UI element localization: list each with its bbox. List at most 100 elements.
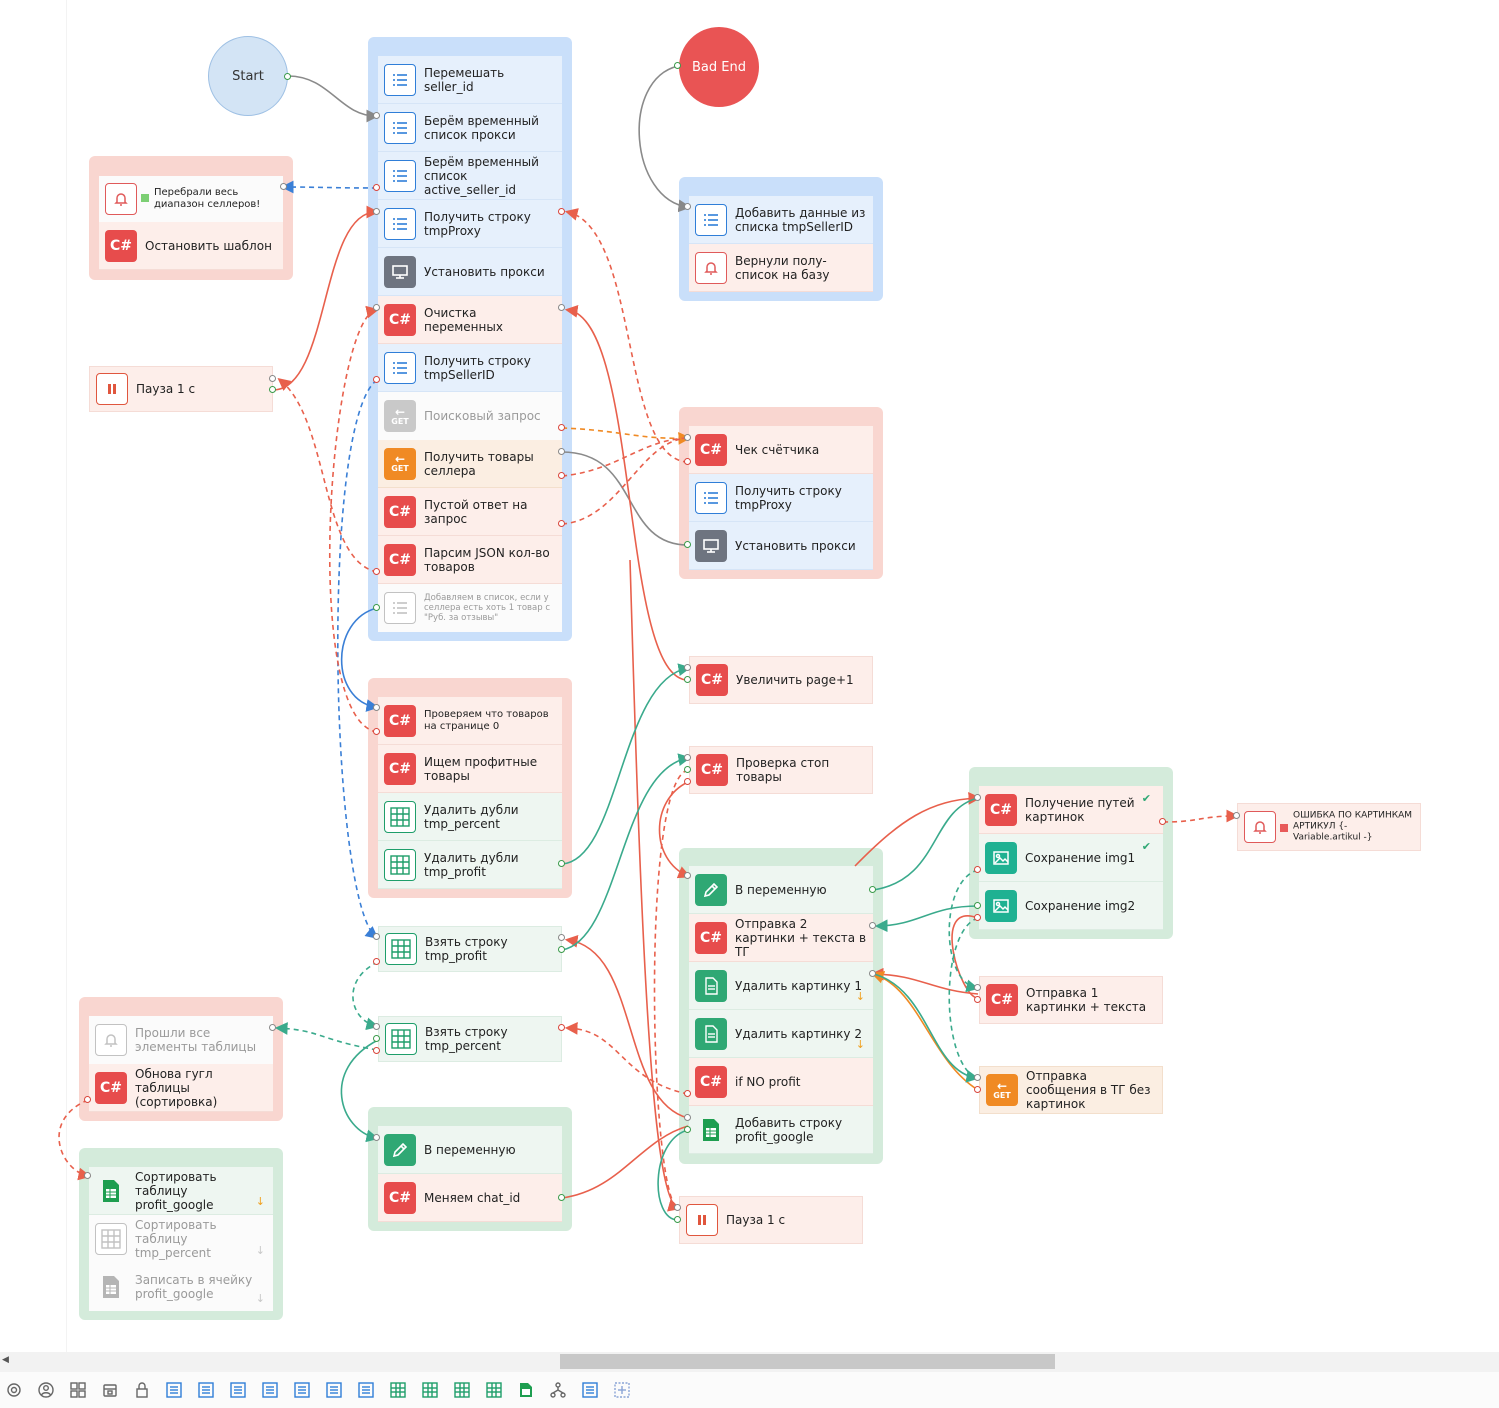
port[interactable] — [974, 1086, 981, 1093]
node-add-list-data[interactable]: Добавить данные из списка tmpSellerID — [689, 196, 873, 244]
port[interactable] — [974, 866, 981, 873]
settings-icon[interactable] — [5, 1381, 23, 1399]
bad-end-node[interactable]: Bad End — [679, 27, 759, 107]
node-check-counter[interactable]: C# Чек счётчика — [689, 426, 873, 474]
port[interactable] — [373, 376, 380, 383]
list-icon[interactable] — [229, 1381, 247, 1399]
port[interactable] — [373, 568, 380, 575]
port[interactable] — [869, 970, 876, 977]
port[interactable] — [558, 208, 565, 215]
port[interactable] — [558, 472, 565, 479]
node-send-one-image[interactable]: C# Отправка 1 картинки + текста — [979, 976, 1163, 1024]
node-set-proxy[interactable]: Установить прокси — [378, 248, 562, 296]
port[interactable] — [84, 1172, 91, 1179]
node-dedup-percent[interactable]: Удалить дубли tmp_percent — [378, 793, 562, 841]
table-icon[interactable] — [389, 1381, 407, 1399]
list-icon[interactable] — [325, 1381, 343, 1399]
port[interactable] — [373, 1035, 380, 1042]
node-dedup-profit[interactable]: Удалить дубли tmp_profit — [378, 841, 562, 889]
port[interactable] — [674, 1216, 681, 1223]
node-take-proxy-list[interactable]: Берём временный список прокси — [378, 104, 562, 152]
port[interactable] — [84, 1096, 91, 1103]
port[interactable] — [558, 448, 565, 455]
table-icon[interactable] — [421, 1381, 439, 1399]
port[interactable] — [674, 62, 681, 69]
node-shuffle-seller[interactable]: Перемешать seller_id — [378, 56, 562, 104]
port[interactable] — [974, 914, 981, 921]
node-page-increment[interactable]: C# Увеличить page+1 — [689, 656, 873, 704]
node-change-chat-id[interactable]: C# Меняем chat_id — [378, 1174, 562, 1222]
port[interactable] — [974, 996, 981, 1003]
list-icon[interactable] — [197, 1381, 215, 1399]
node-get-proxy-row[interactable]: Получить строку tmpProxy — [378, 200, 562, 248]
node-range-done[interactable]: Перебрали весь диапазон селлеров! — [99, 176, 283, 222]
port[interactable] — [373, 933, 380, 940]
port[interactable] — [684, 766, 691, 773]
port[interactable] — [280, 183, 287, 190]
port[interactable] — [558, 424, 565, 431]
database-icon[interactable] — [101, 1381, 119, 1399]
port[interactable] — [684, 434, 691, 441]
node-find-profit[interactable]: C# Ищем профитные товары — [378, 745, 562, 793]
port[interactable] — [974, 794, 981, 801]
node-take-percent-row[interactable]: Взять строку tmp_percent — [378, 1016, 562, 1062]
node-get-seller-goods[interactable]: ←GET Получить товары селлера — [378, 440, 562, 488]
port[interactable] — [684, 203, 691, 210]
node-image-error[interactable]: ОШИБКА ПО КАРТИНКАМ АРТИКУЛ {-Variable.a… — [1237, 803, 1421, 851]
port[interactable] — [373, 184, 380, 191]
port[interactable] — [558, 946, 565, 953]
port[interactable] — [373, 1047, 380, 1054]
list-icon[interactable] — [165, 1381, 183, 1399]
start-node[interactable]: Start — [208, 36, 288, 116]
port[interactable] — [558, 934, 565, 941]
node-stop-template[interactable]: C# Остановить шаблон — [99, 222, 283, 270]
port[interactable] — [284, 73, 291, 80]
port[interactable] — [684, 754, 691, 761]
horizontal-scrollbar[interactable]: ◀ — [0, 1352, 1499, 1372]
port[interactable] — [684, 1090, 691, 1097]
port[interactable] — [674, 1204, 681, 1211]
node-clear-vars[interactable]: C# Очистка переменных — [378, 296, 562, 344]
grid-icon[interactable] — [69, 1381, 87, 1399]
node-add-profit-row[interactable]: Добавить строку profit_google — [689, 1106, 873, 1154]
port[interactable] — [373, 704, 380, 711]
node-check-zero-goods[interactable]: C# Проверяем что товаров на странице 0 — [378, 697, 562, 745]
node-delete-image-2[interactable]: Удалить картинку 2 ↓ — [689, 1010, 873, 1058]
node-set-proxy-2[interactable]: Установить прокси — [689, 522, 873, 570]
node-check-stop-goods[interactable]: C# Проверка стоп товары — [689, 746, 873, 794]
list-icon[interactable] — [261, 1381, 279, 1399]
port[interactable] — [684, 872, 691, 879]
table-icon[interactable] — [485, 1381, 503, 1399]
tree-icon[interactable] — [549, 1381, 567, 1399]
port[interactable] — [269, 1024, 276, 1031]
port[interactable] — [684, 778, 691, 785]
add-icon[interactable] — [613, 1381, 631, 1399]
port[interactable] — [684, 1126, 691, 1133]
port[interactable] — [373, 728, 380, 735]
lock-icon[interactable] — [133, 1381, 151, 1399]
port[interactable] — [869, 886, 876, 893]
scrollbar-thumb[interactable] — [560, 1354, 1055, 1369]
port[interactable] — [558, 304, 565, 311]
node-delete-image-1[interactable]: Удалить картинку 1 ↓ — [689, 962, 873, 1010]
node-to-variable-left[interactable]: В переменную — [378, 1126, 562, 1174]
port[interactable] — [373, 304, 380, 311]
workflow-canvas[interactable]: Start Bad End Перемешать seller_id Берём… — [0, 0, 1499, 1352]
port[interactable] — [373, 958, 380, 965]
port[interactable] — [974, 902, 981, 909]
table-icon[interactable] — [453, 1381, 471, 1399]
node-pause-left[interactable]: Пауза 1 с — [89, 366, 273, 412]
port[interactable] — [558, 1194, 565, 1201]
node-get-proxy-row-2[interactable]: Получить строку tmpProxy — [689, 474, 873, 522]
node-save-img2[interactable]: Сохранение img2 — [979, 882, 1163, 930]
list-icon[interactable] — [293, 1381, 311, 1399]
node-parse-json[interactable]: C# Парсим JSON кол-во товаров — [378, 536, 562, 584]
port[interactable] — [974, 984, 981, 991]
scroll-left-icon[interactable]: ◀ — [2, 1355, 9, 1365]
port[interactable] — [373, 1023, 380, 1030]
node-to-variable-right[interactable]: В переменную — [689, 866, 873, 914]
user-icon[interactable] — [37, 1381, 55, 1399]
node-take-seller-list[interactable]: Берём временный список active_seller_id — [378, 152, 562, 200]
node-update-google-sheet[interactable]: C# Обнова гугл таблицы (сортировка) — [89, 1064, 273, 1112]
node-save-img1[interactable]: Сохранение img1 ✔ — [979, 834, 1163, 882]
